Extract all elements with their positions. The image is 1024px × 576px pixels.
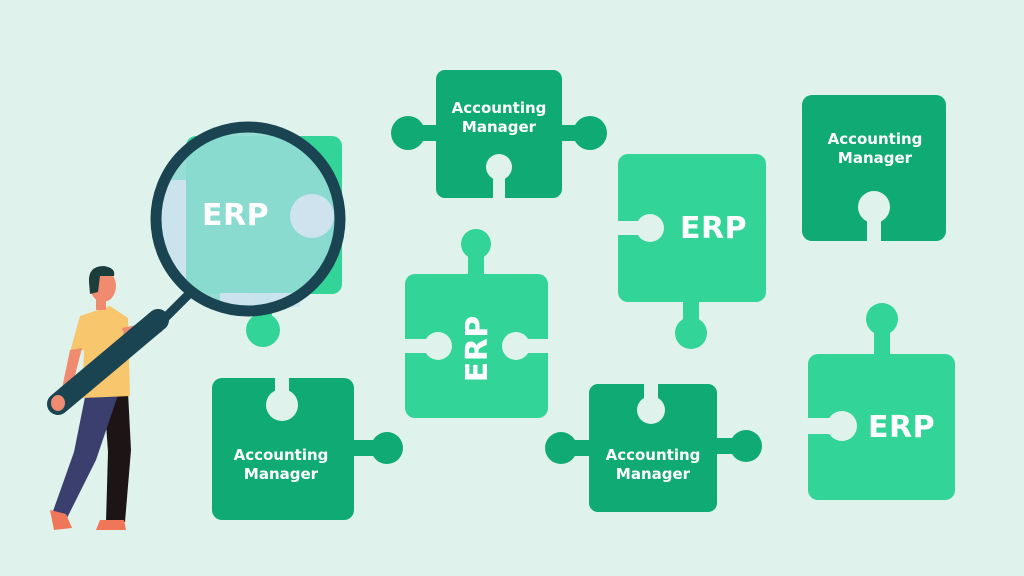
label-line-1: Accounting bbox=[233, 446, 329, 464]
erp-label-bottom-right: ERP bbox=[868, 410, 936, 445]
accounting-label-bottom-center: Accounting Manager bbox=[600, 446, 706, 484]
puzzle-piece-bottom-right-erp bbox=[804, 303, 955, 500]
magnifying-glass-icon bbox=[150, 121, 346, 328]
erp-label-magnified: ERP bbox=[202, 198, 270, 233]
puzzle-piece-top-center-accounting bbox=[391, 70, 607, 200]
man-figure bbox=[47, 266, 169, 530]
erp-label-center-rotated: ERP bbox=[459, 315, 495, 383]
accounting-label-top-center: Accounting Manager bbox=[446, 99, 552, 137]
accounting-label-top-right: Accounting Manager bbox=[822, 130, 928, 168]
label-line-2: Manager bbox=[461, 117, 537, 136]
label-line-1: Accounting bbox=[827, 130, 923, 148]
label-line-2: Manager bbox=[837, 148, 913, 167]
puzzle-piece-center-erp bbox=[401, 229, 552, 418]
puzzle-piece-mid-right-erp bbox=[614, 154, 766, 349]
puzzle-piece-bottom-center-accounting bbox=[545, 380, 762, 512]
accounting-label-bottom-left: Accounting Manager bbox=[228, 446, 334, 484]
label-line-2: Manager bbox=[243, 464, 319, 483]
puzzle-piece-top-right-accounting bbox=[802, 95, 946, 244]
erp-label-mid-right: ERP bbox=[680, 211, 748, 246]
label-line-2: Manager bbox=[615, 464, 691, 483]
puzzle-piece-bottom-left-accounting bbox=[212, 374, 403, 520]
label-line-1: Accounting bbox=[605, 446, 701, 464]
label-line-1: Accounting bbox=[451, 99, 547, 117]
